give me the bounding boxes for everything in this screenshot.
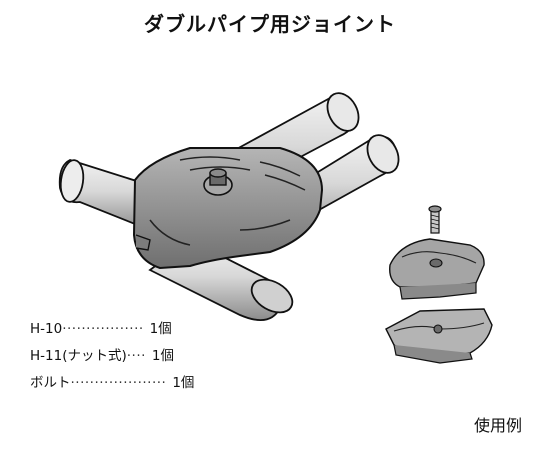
joint-parts-exploded-icon xyxy=(385,205,493,364)
leader-dots: ···················· xyxy=(70,375,167,391)
part-name: H-10 xyxy=(30,321,63,337)
usage-example-caption: 使用例 xyxy=(473,416,522,435)
part-quantity: 1個 xyxy=(151,348,175,364)
page-title: ダブルパイプ用ジョイント xyxy=(144,12,396,36)
parts-list: H-10 ················· 1個 H-11(ナット式) ···… xyxy=(30,316,194,397)
part-quantity: 1個 xyxy=(172,375,195,391)
list-item: ボルト ···················· 1個 xyxy=(30,370,194,397)
leader-dots: ···· xyxy=(126,348,146,364)
part-quantity: 1個 xyxy=(149,321,172,337)
list-item: H-11(ナット式) ···· 1個 xyxy=(30,343,194,370)
leader-dots: ················· xyxy=(62,321,144,337)
double-pipe-joint-assembly-icon xyxy=(58,92,400,322)
part-name: H-11(ナット式) xyxy=(30,348,127,364)
list-item: H-10 ················· 1個 xyxy=(30,316,194,343)
part-name: ボルト xyxy=(30,375,71,391)
